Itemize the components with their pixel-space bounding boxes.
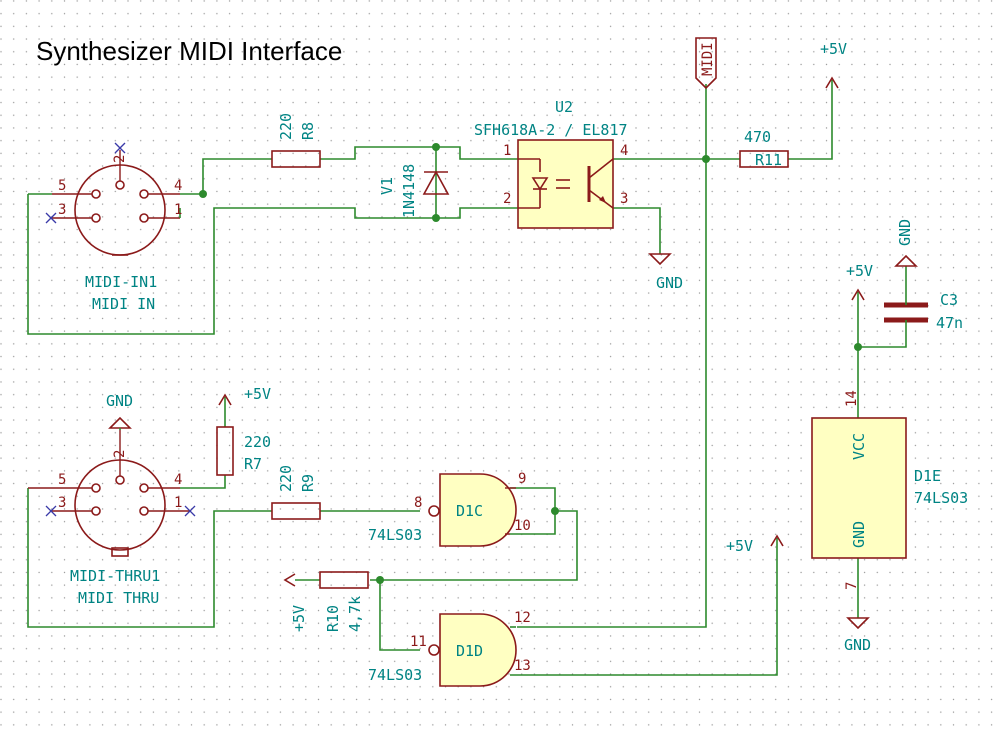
midi-in-pin1-label: 1 [174, 202, 182, 218]
ground-midi-thru: GND [106, 392, 133, 430]
d1c-ref: D1C [456, 502, 483, 520]
nand-gate-d1d: 11 12 13 D1D 74LS03 [368, 610, 531, 687]
midi-thru-ref: MIDI-THRU1 [70, 567, 160, 585]
resistor-r10: R10 4,7k [319, 571, 369, 632]
u2-ref: U2 [555, 98, 573, 116]
r7-value: 220 [244, 433, 271, 451]
plus5v-label: +5V [290, 605, 308, 632]
wires [27, 80, 907, 676]
midi-in-value: MIDI IN [92, 295, 155, 313]
r8-value: 220 [277, 113, 295, 140]
capacitor-c3: C3 47n [884, 291, 963, 332]
midi-in-ref: MIDI-IN1 [85, 273, 157, 291]
midi-in-pin2-label: 2 [112, 155, 128, 163]
d1c-pin9-label: 9 [518, 471, 526, 487]
ground-u2: GND [648, 253, 683, 292]
gnd-label: GND [844, 636, 871, 654]
ground-d1e: GND [844, 617, 871, 654]
plus5v-label: +5V [846, 262, 873, 280]
optocoupler-u2: 1 2 4 3 U2 SFH618A-2 / EL817 [474, 98, 628, 229]
r11-ref: R11 [755, 151, 782, 169]
r11-value: 470 [744, 128, 771, 146]
resistor-r9: 220 R9 [271, 465, 321, 520]
midi-thru-connector: 2 5 3 4 1 MIDI-THRU1 MIDI THRU [28, 430, 196, 607]
plus5v-label: +5V [820, 40, 847, 58]
v1-ref: V1 [378, 177, 396, 195]
resistor-r11: 470 R11 [739, 128, 789, 169]
power-plus5v-d1d: +5V [726, 534, 784, 555]
junctions [199, 143, 862, 584]
midi-thru-pin2-label: 2 [112, 450, 128, 458]
u2-value: SFH618A-2 / EL817 [474, 121, 628, 139]
diode-v1: V1 1N4148 [378, 164, 450, 218]
r8-ref: R8 [299, 122, 317, 140]
midi-in-pin3-label: 3 [58, 202, 66, 218]
ground-c3: GND [894, 219, 918, 267]
power-plus5v-r7: +5V [218, 385, 271, 406]
midi-thru-pin1-label: 1 [174, 495, 182, 511]
d1d-pin11-label: 11 [410, 634, 427, 650]
gnd-label: GND [896, 219, 914, 246]
d1e-pin14-label: 14 [844, 390, 860, 407]
no-connect-marker [45, 142, 126, 224]
nand-gate-d1c: 8 9 10 D1C 74LS03 [368, 471, 531, 547]
d1e-gnd-label: GND [850, 521, 868, 548]
d1c-pin10-label: 10 [514, 518, 531, 534]
d1d-pin13-label: 13 [514, 658, 531, 674]
c3-ref: C3 [940, 291, 958, 309]
u2-pin3-label: 3 [620, 191, 628, 207]
r9-value: 220 [277, 465, 295, 492]
d1e-pin7-label: 7 [844, 582, 860, 590]
resistor-r7: 220 R7 [216, 426, 271, 476]
plus5v-label: +5V [726, 537, 753, 555]
c3-value: 47n [936, 314, 963, 332]
d1e-vcc-label: VCC [850, 433, 868, 460]
midi-thru-pin3-label: 3 [58, 495, 66, 511]
r10-value: 4,7k [346, 596, 364, 632]
midi-net-label: MIDI [700, 42, 716, 76]
midi-thru-value: MIDI THRU [78, 589, 159, 607]
gnd-label: GND [106, 392, 133, 410]
r7-ref: R7 [244, 455, 262, 473]
r9-ref: R9 [299, 474, 317, 492]
d1d-value: 74LS03 [368, 666, 422, 684]
resistor-r8: 220 R8 [271, 113, 321, 168]
u2-pin2-label: 2 [503, 191, 511, 207]
schematic-title: Synthesizer MIDI Interface [36, 36, 342, 66]
u2-pin4-label: 4 [620, 143, 628, 159]
d1d-ref: D1D [456, 642, 483, 660]
net-label-midi: MIDI [695, 37, 717, 90]
d1c-value: 74LS03 [368, 526, 422, 544]
plus5v-label: +5V [244, 385, 271, 403]
midi-thru-pin4-label: 4 [174, 472, 182, 488]
d1d-pin12-label: 12 [514, 610, 531, 626]
power-plus5v-top: +5V [820, 40, 847, 89]
gate-power-d1e: 14 7 VCC GND D1E 74LS03 [811, 390, 968, 590]
d1c-pin8-label: 8 [414, 495, 422, 511]
gnd-label: GND [656, 274, 683, 292]
d1e-value: 74LS03 [914, 489, 968, 507]
midi-thru-pin5-label: 5 [58, 472, 66, 488]
power-plus5v-r10: +5V [283, 573, 308, 632]
no-connect-marker [45, 505, 196, 517]
d1e-ref: D1E [914, 467, 941, 485]
r10-ref: R10 [324, 605, 342, 632]
midi-in-connector: 2 5 3 4 1 MIDI-IN1 MIDI IN [28, 142, 182, 313]
midi-in-pin4-label: 4 [174, 178, 182, 194]
v1-value: 1N4148 [400, 164, 418, 218]
power-plus5v-c3: +5V [846, 262, 873, 301]
u2-pin1-label: 1 [503, 143, 511, 159]
midi-in-pin5-label: 5 [58, 178, 66, 194]
